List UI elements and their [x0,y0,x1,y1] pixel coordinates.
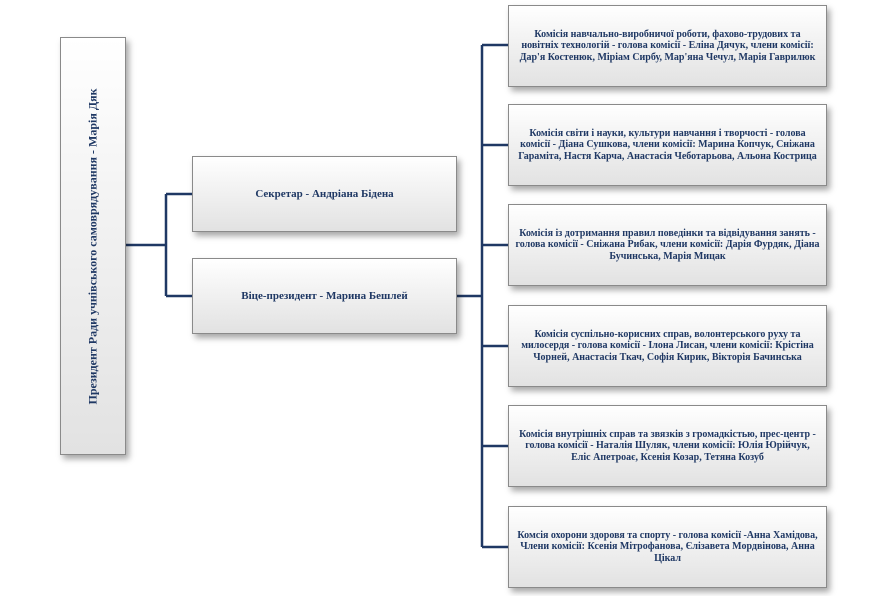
commission-label-3: Комісія із дотримання правил поведінки т… [515,227,820,262]
commission-box-5: Комісія внутрішніх справ та звязків з гр… [508,405,827,487]
president-label: Президент Ради учнівського самоврядуванн… [85,87,100,405]
secretary-box: Секретар - Андріана Бідена [192,156,457,232]
commission-label-6: Комсія охорони здоровя та спорту - голов… [517,529,818,564]
president-box: Президент Ради учнівського самоврядуванн… [60,37,126,455]
commission-box-3: Комісія із дотримання правил поведінки т… [508,204,827,286]
commission-label-2: Комісія світи і науки, культури навчання… [518,127,817,162]
commission-label-5: Комісія внутрішніх справ та звязків з гр… [519,428,816,463]
commission-box-4: Комісія суспільно-корисних справ, волонт… [508,305,827,387]
vice-president-box: Віце-президент - Марина Бешлей [192,258,457,334]
commission-box-1: Комісія навчально-виробничої роботи, фах… [508,5,827,87]
secretary-label: Секретар - Андріана Бідена [255,188,394,200]
commission-label-4: Комісія суспільно-корисних справ, волонт… [521,328,814,363]
commission-label-1: Комісія навчально-виробничої роботи, фах… [519,28,816,63]
vice-president-label: Віце-президент - Марина Бешлей [241,290,408,302]
commission-box-2: Комісія світи і науки, культури навчання… [508,104,827,186]
commission-box-6: Комсія охорони здоровя та спорту - голов… [508,506,827,588]
